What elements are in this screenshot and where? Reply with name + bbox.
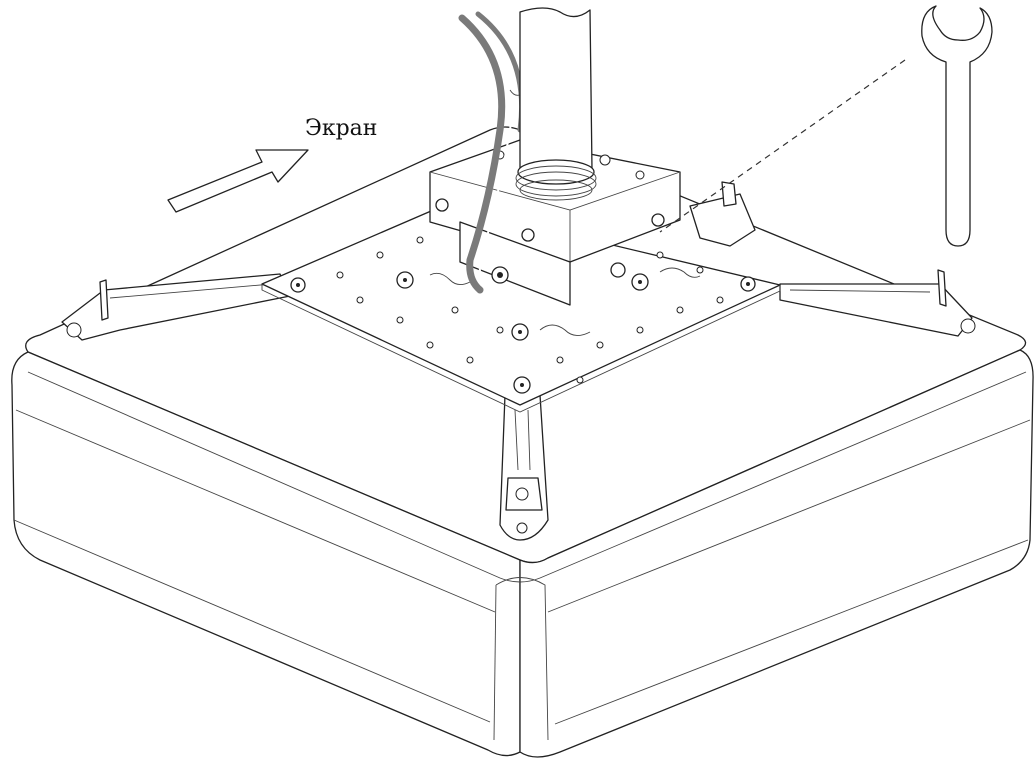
wrench-icon [921,5,993,247]
plate-holes [295,236,750,384]
screen-label: Экран [305,116,378,141]
ceiling-pole [515,7,597,201]
plate-corner-nuts [290,271,756,394]
arrow-right-up-icon [167,149,309,213]
guide-line [659,59,906,233]
mount-plate [261,204,781,413]
mount-arms [61,181,976,541]
